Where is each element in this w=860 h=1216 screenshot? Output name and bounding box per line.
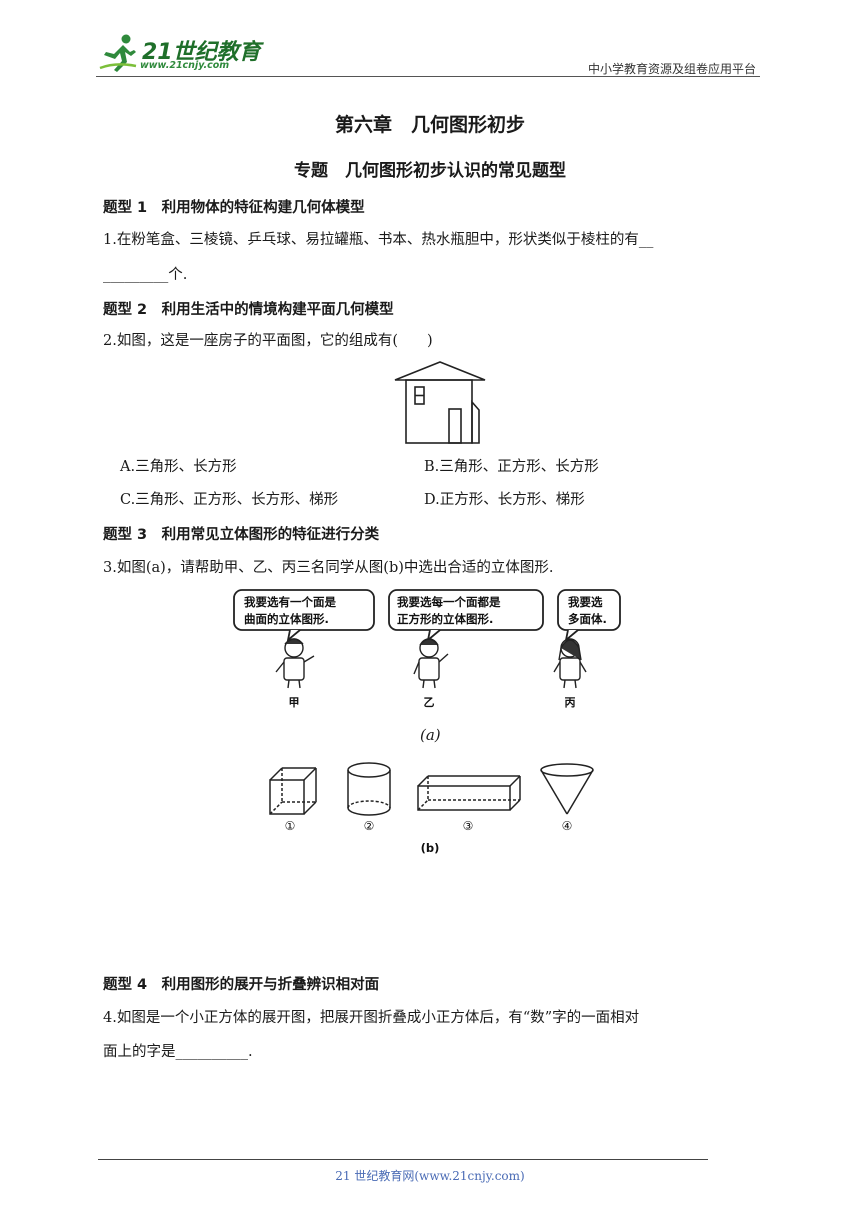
bubble-3-line-2: 多面体. — [568, 612, 607, 626]
footer-divider — [98, 1159, 708, 1160]
section-4-heading: 题型 4 利用图形的展开与折叠辨识相对面 — [103, 977, 380, 993]
footer-text[interactable]: 21 世纪教育网(www.21cnjy.com) — [335, 1169, 525, 1183]
solid-label-2: ② — [364, 819, 375, 833]
cylinder-icon — [347, 762, 391, 816]
bubble-1-line-2: 曲面的立体图形. — [244, 612, 329, 626]
bubble-2-line-2: 正方形的立体图形. — [397, 612, 493, 626]
site-logo: 21世纪教育 www.21cnjy.com — [96, 32, 266, 76]
question-1-line-2: _________个. — [103, 267, 188, 283]
figure-a-students: 我要选有一个面是 曲面的立体图形. 我要选每一个面都是 正方形的立体图形. 我要… — [233, 589, 621, 709]
bubble-1-line-1: 我要选有一个面是 — [244, 595, 336, 609]
house-figure — [394, 361, 486, 444]
logo-url: www.21cnjy.com — [140, 60, 230, 71]
speech-bubble-2: 我要选每一个面都是 正方形的立体图形. — [388, 589, 544, 643]
logo-text: 21世纪教育 — [142, 40, 261, 65]
question-2: 2.如图，这是一座房子的平面图，它的组成有( ) — [103, 333, 433, 349]
option-a[interactable]: A.三角形、长方形 — [120, 459, 237, 475]
student-yi-icon — [413, 638, 449, 689]
page-header: 21世纪教育 www.21cnjy.com 中小学教育资源及组卷应用平台 — [96, 28, 760, 80]
section-2-heading: 题型 2 利用生活中的情境构建平面几何模型 — [103, 302, 394, 318]
question-4-line-2: 面上的字是__________. — [103, 1044, 253, 1060]
chapter-title: 第六章 几何图形初步 — [334, 114, 525, 136]
section-1-heading: 题型 1 利用物体的特征构建几何体模型 — [103, 200, 365, 216]
header-divider — [96, 76, 760, 77]
solid-label-4: ④ — [562, 819, 573, 833]
student-bing-icon — [553, 638, 587, 689]
solid-label-1: ① — [285, 819, 296, 833]
student-jia-icon — [275, 638, 315, 689]
topic-title: 专题 几何图形初步认识的常见题型 — [294, 161, 566, 181]
section-3-heading: 题型 3 利用常见立体图形的特征进行分类 — [103, 527, 380, 543]
label-bing: 丙 — [565, 696, 576, 709]
caption-a: (a) — [420, 726, 441, 744]
question-4-line-1: 4.如图是一个小正方体的展开图，把展开图折叠成小正方体后，有“数”字的一面相对 — [103, 1010, 640, 1026]
label-yi: 乙 — [424, 696, 435, 709]
cone-icon — [540, 763, 594, 815]
solid-label-3: ③ — [463, 819, 474, 833]
bubble-3-line-1: 我要选 — [568, 595, 603, 609]
header-platform-text: 中小学教育资源及组卷应用平台 — [587, 62, 756, 76]
option-c[interactable]: C.三角形、正方形、长方形、梯形 — [120, 492, 339, 508]
caption-b: (b) — [421, 841, 440, 855]
speech-bubble-3: 我要选 多面体. — [557, 589, 621, 643]
option-b[interactable]: B.三角形、正方形、长方形 — [424, 459, 599, 475]
runner-logo-icon — [99, 34, 137, 72]
question-3: 3.如图(a)，请帮助甲、乙、丙三名同学从图(b)中选出合适的立体图形. — [103, 560, 554, 576]
label-jia: 甲 — [289, 696, 300, 709]
figure-b-solids: ① ② ③ ④ (b) — [269, 762, 594, 855]
cube-icon — [269, 767, 317, 815]
bubble-2-line-1: 我要选每一个面都是 — [397, 595, 501, 609]
question-1-line-1: 1.在粉笔盒、三棱镜、乒乓球、易拉罐瓶、书本、热水瓶胆中，形状类似于棱柱的有__ — [103, 232, 654, 248]
speech-bubble-1: 我要选有一个面是 曲面的立体图形. — [233, 589, 375, 643]
cuboid-icon — [417, 775, 521, 811]
option-d[interactable]: D.正方形、长方形、梯形 — [424, 492, 585, 508]
